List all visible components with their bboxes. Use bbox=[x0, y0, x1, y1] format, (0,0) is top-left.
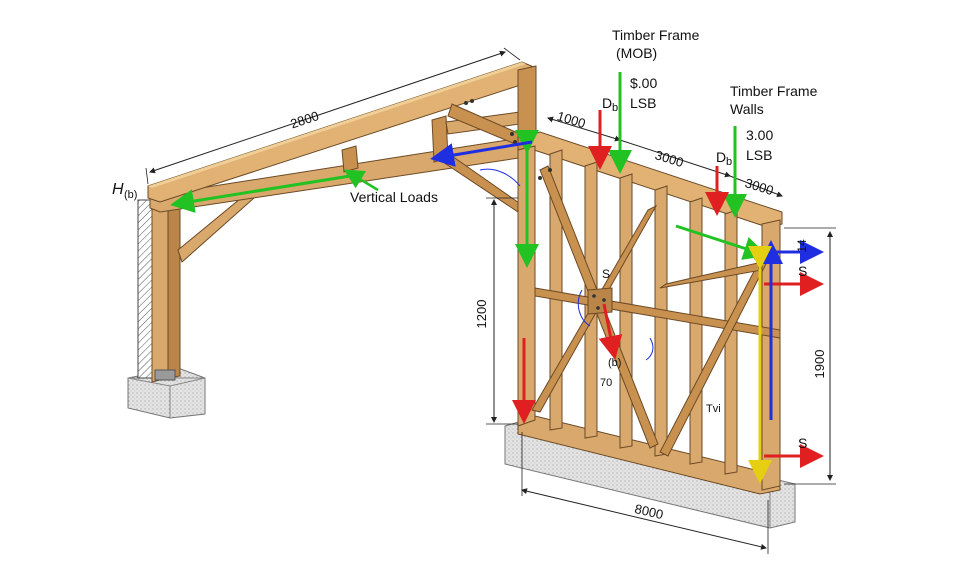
blue-moment-curve-center bbox=[577, 289, 591, 327]
d-label-1: D bbox=[602, 95, 612, 111]
dim-wall-top-1: 1000 bbox=[555, 108, 587, 131]
dimension-wall-length: 8000 bbox=[521, 432, 769, 554]
label-bl: (b) bbox=[608, 357, 621, 369]
label-14: 14 bbox=[795, 239, 809, 253]
dim-wall-top-3: 3000 bbox=[743, 175, 775, 198]
h-subscript: (b) bbox=[124, 189, 137, 201]
timber-frame-mob-title: Timber Frame bbox=[612, 27, 700, 43]
timber-frame-walls-subtitle: Walls bbox=[730, 101, 764, 117]
left-footing bbox=[127, 367, 206, 419]
dim-wall-length-label: 8000 bbox=[633, 501, 665, 522]
dim-rafter-label: 2800 bbox=[288, 108, 320, 131]
roof-truss bbox=[147, 61, 537, 217]
timber-frame-mob-subtitle: (MOB) bbox=[616, 45, 657, 61]
wall-frame bbox=[517, 131, 783, 495]
red-center-arrow bbox=[598, 303, 623, 360]
dim-wall-height-right-label: 1900 bbox=[812, 350, 827, 379]
label-70: 70 bbox=[600, 377, 612, 389]
d-subscript-2: b bbox=[726, 156, 732, 168]
dimension-wall-height-left: 1200 bbox=[474, 197, 518, 425]
d-label-2: D bbox=[716, 149, 726, 165]
green-rafter-arrow bbox=[170, 174, 351, 213]
blue-moment-curve-left bbox=[479, 168, 521, 187]
blue-rafter-arrow bbox=[430, 140, 533, 167]
green-corner-arrow bbox=[675, 224, 768, 260]
left-wall-hatch bbox=[137, 199, 153, 379]
s-label-center: S bbox=[602, 267, 610, 281]
load-walls-unit: LSB bbox=[746, 147, 772, 163]
load-arrows bbox=[170, 72, 824, 484]
d-subscript-1: b bbox=[612, 102, 618, 114]
left-post bbox=[151, 193, 181, 383]
dimension-wall-height-right: 1900 bbox=[784, 227, 836, 485]
blue-moment-curve-right bbox=[645, 337, 654, 361]
load-mob-value: $.00 bbox=[630, 75, 657, 91]
dim-wall-top-2: 3000 bbox=[653, 147, 685, 170]
green-pointer-vertical-loads bbox=[343, 169, 379, 192]
h-label: H bbox=[112, 181, 124, 198]
vertical-loads-label: Vertical Loads bbox=[350, 189, 438, 205]
timber-frame-walls-title: Timber Frame bbox=[730, 83, 818, 99]
s-label-right-bottom: S bbox=[798, 435, 807, 451]
load-mob-unit: LSB bbox=[630, 95, 656, 111]
dim-wall-height-left-label: 1200 bbox=[474, 300, 489, 329]
load-walls-value: 3.00 bbox=[746, 127, 773, 143]
s-label-right-top: S bbox=[798, 263, 807, 279]
labels: Timber Frame (MOB) $.00 LSB Timber Frame… bbox=[112, 27, 818, 451]
label-tvi: Tvi bbox=[706, 403, 721, 415]
